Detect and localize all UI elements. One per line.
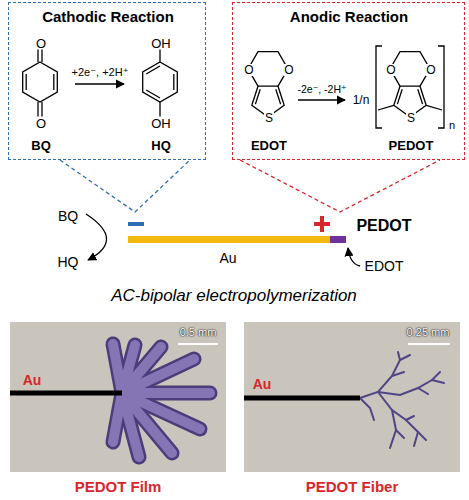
reaction-arrow [298, 99, 345, 100]
label-text: BQ [58, 208, 78, 224]
au-wire [10, 391, 122, 396]
gold-electrode [128, 236, 330, 243]
micrograph [10, 322, 226, 472]
node-text: S [264, 112, 274, 124]
node-text: 1/n [353, 94, 370, 108]
node-text: S [406, 112, 416, 124]
micrograph-panel: Au0.25 mmPEDOT Fiber [244, 322, 460, 472]
reaction-box: Cathodic ReactionO O +2e⁻, +2H⁺ OH OH BQ HQ [8, 2, 206, 160]
node-text: n [449, 119, 455, 132]
hydroquinone-structure [143, 47, 178, 117]
node-text: OH [150, 117, 172, 130]
node-text: O [243, 64, 254, 76]
node-text: O [283, 64, 294, 76]
label-text: Au [219, 250, 236, 266]
node-text: Au [253, 376, 272, 392]
scale-bar [178, 343, 218, 345]
node-text: PEDOT [389, 139, 434, 154]
node-text: 0.5 mm [180, 326, 217, 339]
node-text: HQ [151, 139, 171, 154]
pedot-tip [330, 236, 346, 243]
pedot-structure [376, 46, 444, 128]
label-text: HQ [58, 254, 79, 270]
benzoquinone-structure [23, 47, 58, 117]
label-text: EDOT [365, 258, 404, 274]
node-text: PEDOT Film [75, 478, 162, 495]
micrograph-panel: Au0.5 mmPEDOT Film [10, 322, 226, 472]
au-wire [244, 396, 360, 401]
curved-arrow [86, 214, 107, 260]
node-text: +2e⁻, +2H⁺ [72, 66, 129, 79]
label-text: PEDOT [356, 217, 411, 235]
pedot-fiber [360, 352, 444, 448]
micrograph [244, 322, 460, 472]
node-text: EDOT [251, 139, 287, 154]
node-text: O [425, 64, 436, 76]
node-text: Au [23, 372, 42, 388]
node-text: O [385, 64, 396, 76]
node-text: OH [150, 37, 172, 50]
plus-sign [314, 216, 330, 232]
node-text: BQ [31, 139, 51, 154]
node-text: -2e⁻, -2H⁺ [297, 83, 346, 95]
leader-lines [60, 160, 440, 212]
scale-bar [408, 343, 450, 345]
label-text: AC-bipolar electropolymerization [111, 286, 357, 306]
box-heading: Cathodic Reaction [42, 8, 174, 25]
reaction-box: Anodic ReactionO O S -2e⁻, -2H⁺ 1/n O O SnEDOT P… [232, 2, 465, 160]
node-text: O [35, 117, 47, 130]
curved-arrow [348, 248, 360, 266]
edot-structure [248, 52, 288, 117]
node-text: PEDOT Fiber [306, 478, 399, 495]
node-text: 0.25 mm [407, 326, 450, 339]
reaction-arrow [75, 83, 124, 84]
box-heading: Anodic Reaction [290, 8, 408, 25]
node-text: O [35, 37, 47, 50]
minus-sign [128, 222, 144, 226]
pedot-film [113, 344, 210, 457]
